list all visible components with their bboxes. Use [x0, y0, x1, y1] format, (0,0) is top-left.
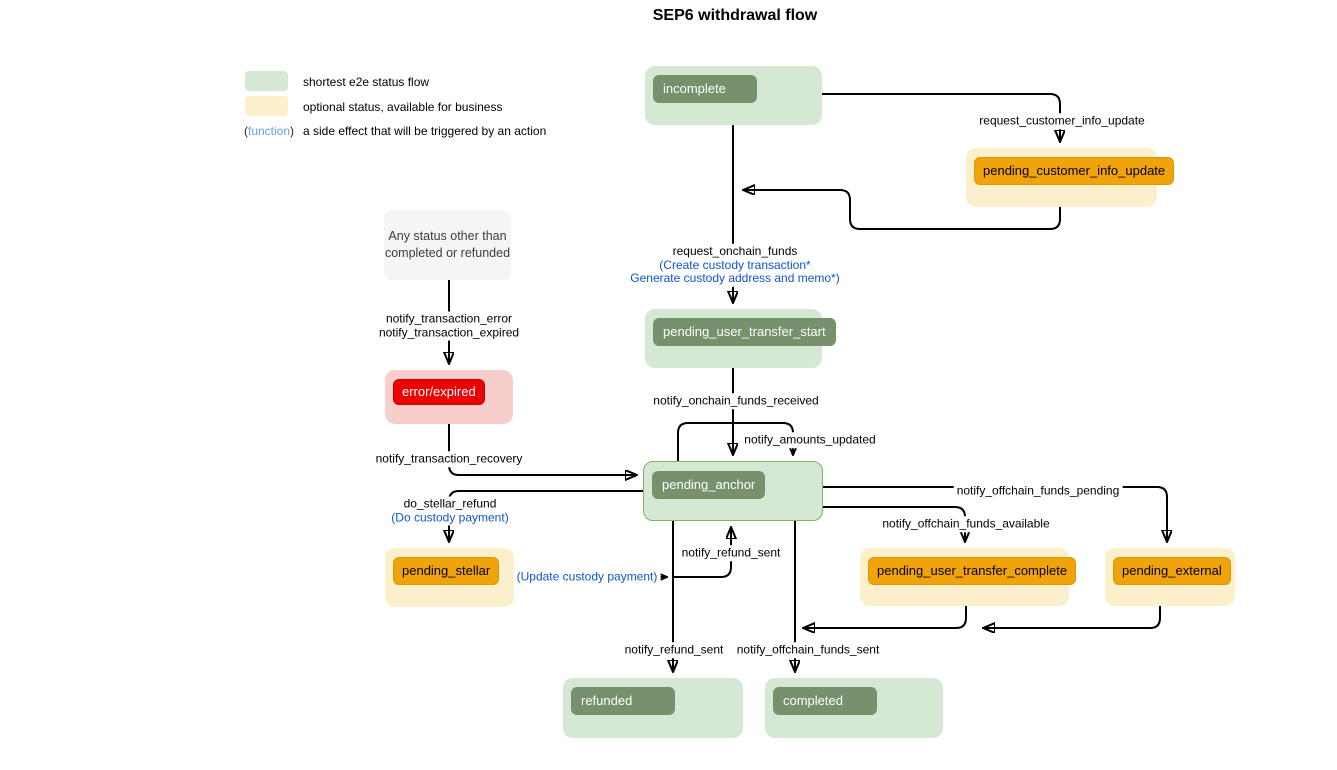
edge-label-request-onchain-funds-action: request_onchain_funds	[672, 243, 798, 258]
legend-label-function: a side effect that will be triggered by …	[303, 124, 547, 138]
edge-label-notify-transaction-error-expired: notify_transaction_error notify_transact…	[375, 311, 523, 341]
edge-label-update-custody-payment: (Update custody payment)	[513, 569, 661, 585]
legend-function-token: (function)	[244, 124, 294, 138]
edge-label-request-onchain-funds: request_onchain_funds (Create custody tr…	[627, 243, 843, 287]
node-pending-anchor-label: pending_anchor	[652, 471, 766, 499]
node-error-expired-label: error/expired	[393, 379, 485, 405]
edge-label-request-onchain-funds-fn1: (Create custody transaction*	[659, 257, 811, 272]
node-completed: completed	[765, 678, 943, 738]
legend-swatch-yellow	[245, 96, 288, 116]
legend-label-optional: optional status, available for business	[303, 100, 503, 114]
edge-label-notify-offchain-funds-sent: notify_offchain_funds_sent	[733, 642, 883, 658]
edge-label-notify-amounts-updated: notify_amounts_updated	[741, 432, 879, 448]
edge-putc-merge	[804, 606, 967, 628]
edge-junction-to-anchor	[673, 528, 731, 578]
node-pending-external-label: pending_external	[1113, 557, 1231, 585]
edge-incomplete-to-pciu	[822, 93, 1060, 141]
node-completed-label: completed	[773, 687, 877, 715]
node-pending-user-transfer-complete: pending_user_transfer_complete	[860, 548, 1077, 606]
edge-label-notify-transaction-recovery: notify_transaction_recovery	[372, 451, 526, 467]
edge-anchor-to-pext	[823, 486, 1167, 541]
edge-label-notify-offchain-funds-available: notify_offchain_funds_available	[879, 516, 1053, 532]
edge-label-notify-refund-sent-to-refunded: notify_refund_sent	[621, 642, 727, 658]
edge-label-notify-offchain-funds-pending: notify_offchain_funds_pending	[953, 483, 1123, 499]
node-pending-anchor: pending_anchor	[643, 461, 823, 521]
legend-swatch-green	[245, 71, 288, 91]
edge-label-do-stellar-refund: do_stellar_refund (Do custody payment)	[388, 496, 512, 526]
legend-label-shortest: shortest e2e status flow	[303, 75, 430, 89]
node-error-expired: error/expired	[385, 370, 513, 424]
node-any-status-note: Any status other than completed or refun…	[384, 210, 511, 280]
edge-label-notify-transaction-expired: notify_transaction_expired	[378, 325, 520, 339]
node-pending-external: pending_external	[1105, 548, 1235, 606]
page-title: SEP6 withdrawal flow	[652, 7, 818, 24]
node-pending-user-transfer-start-label: pending_user_transfer_start	[653, 318, 836, 346]
note-line1: Any status other than	[388, 229, 507, 243]
edge-label-request-customer-info-update: request_customer_info_update	[976, 113, 1148, 129]
edge-label-do-stellar-refund-action: do_stellar_refund	[403, 496, 497, 511]
legend-paren-close: )	[290, 124, 295, 138]
node-pending-customer-info-update: pending_customer_info_update	[966, 148, 1175, 207]
node-incomplete-label: incomplete	[653, 75, 757, 103]
node-incomplete: incomplete	[645, 66, 822, 125]
legend-paren-open: (	[244, 124, 248, 138]
legend-function-word: function	[248, 124, 291, 138]
node-pending-customer-info-update-label: pending_customer_info_update	[974, 157, 1175, 185]
edge-label-do-stellar-refund-fn: (Do custody payment)	[391, 510, 509, 524]
note-line2: completed or refunded	[384, 246, 511, 260]
edge-pciu-return	[744, 190, 1061, 230]
edge-error-to-anchor	[448, 424, 636, 475]
edge-pext-merge	[984, 606, 1161, 628]
node-pending-user-transfer-start: pending_user_transfer_start	[645, 309, 836, 368]
node-pending-stellar-label: pending_stellar	[393, 557, 500, 585]
edge-label-notify-refund-sent-to-anchor: notify_refund_sent	[678, 545, 784, 561]
edge-label-notify-onchain-funds-received: notify_onchain_funds_received	[650, 393, 822, 409]
edge-label-request-onchain-funds-fn2: Generate custody address and memo*)	[630, 270, 840, 285]
node-refunded: refunded	[563, 678, 743, 738]
edge-label-notify-transaction-error: notify_transaction_error	[385, 311, 513, 326]
node-pending-stellar: pending_stellar	[385, 548, 514, 607]
node-refunded-label: refunded	[571, 687, 675, 715]
edge-anchor-self-loop	[677, 422, 793, 461]
node-pending-user-transfer-complete-label: pending_user_transfer_complete	[868, 557, 1077, 585]
